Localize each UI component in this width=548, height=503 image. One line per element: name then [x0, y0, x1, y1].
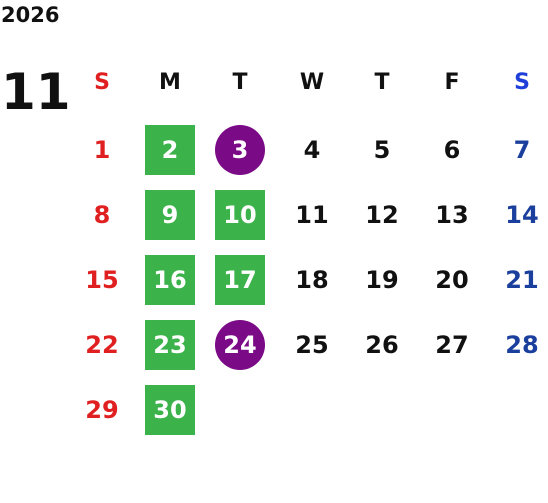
day-cell[interactable]: 9	[145, 190, 195, 240]
day-cell[interactable]: 15	[85, 266, 119, 294]
day-cell[interactable]: 3	[215, 125, 265, 175]
year-label: 2026	[1, 3, 60, 27]
weekday-header-sat: S	[514, 70, 530, 95]
day-cell[interactable]: 23	[145, 320, 195, 370]
day-cell[interactable]: 25	[295, 331, 329, 359]
day-cell[interactable]: 11	[295, 201, 329, 229]
day-cell[interactable]: 17	[215, 255, 265, 305]
day-cell[interactable]: 5	[373, 136, 391, 164]
day-cell[interactable]: 2	[145, 125, 195, 175]
day-cell[interactable]: 6	[443, 136, 461, 164]
day-cell[interactable]: 16	[145, 255, 195, 305]
day-cell[interactable]: 7	[513, 136, 531, 164]
weekday-header-sun: S	[94, 70, 110, 95]
weekday-header-thu: T	[374, 70, 390, 95]
day-cell[interactable]: 27	[435, 331, 469, 359]
day-cell[interactable]: 21	[505, 266, 539, 294]
day-cell[interactable]: 30	[145, 385, 195, 435]
weekday-header-mon: M	[159, 70, 181, 95]
day-cell[interactable]: 12	[365, 201, 399, 229]
day-cell[interactable]: 13	[435, 201, 469, 229]
day-cell[interactable]: 18	[295, 266, 329, 294]
day-cell[interactable]: 29	[85, 396, 119, 424]
day-cell[interactable]: 24	[215, 320, 265, 370]
day-cell[interactable]: 10	[215, 190, 265, 240]
weekday-header-fri: F	[444, 70, 460, 95]
day-cell[interactable]: 19	[365, 266, 399, 294]
weekday-header-tue: T	[232, 70, 248, 95]
day-cell[interactable]: 1	[93, 136, 111, 164]
month-number: 11	[1, 63, 71, 121]
weekday-header-wed: W	[299, 70, 325, 95]
day-cell[interactable]: 14	[505, 201, 539, 229]
day-cell[interactable]: 8	[93, 201, 111, 229]
day-cell[interactable]: 26	[365, 331, 399, 359]
day-cell[interactable]: 28	[505, 331, 539, 359]
day-cell[interactable]: 22	[85, 331, 119, 359]
day-cell[interactable]: 20	[435, 266, 469, 294]
day-cell[interactable]: 4	[303, 136, 321, 164]
